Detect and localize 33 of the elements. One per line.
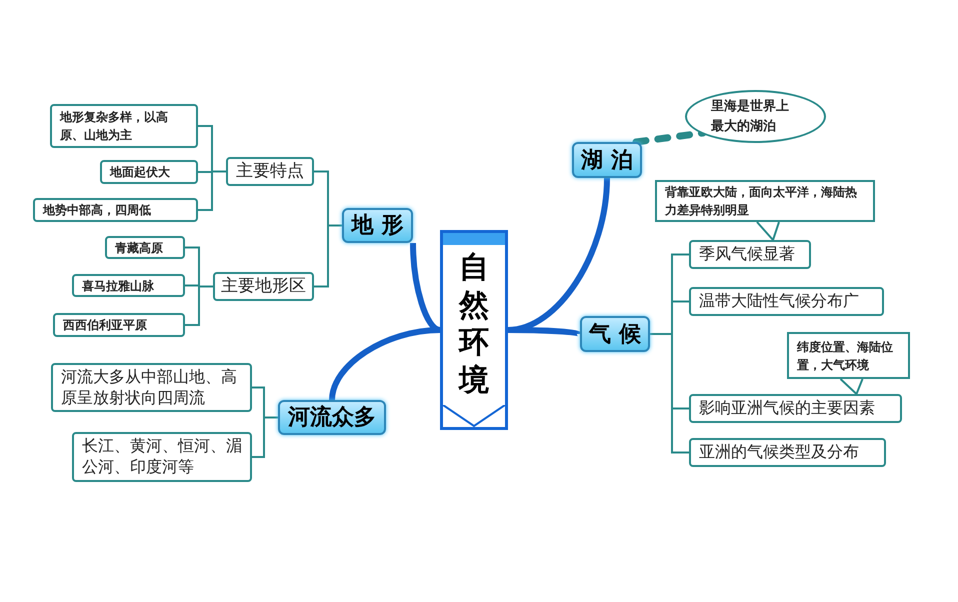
leaf-box: 西西伯利亚平原 <box>53 313 185 337</box>
subtopic-box: 主要地形区 <box>213 272 314 301</box>
topic-box: 河流众多 <box>278 400 386 435</box>
leaf-box: 地面起伏大 <box>100 160 198 184</box>
title-banner <box>440 230 508 430</box>
subtopic-box: 季风气候显著 <box>689 240 811 269</box>
leaf-box: 喜马拉雅山脉 <box>72 274 185 297</box>
thought-bubble-trail <box>632 130 706 146</box>
subtopic-box: 长江、黄河、恒河、湄公河、印度河等 <box>72 432 252 482</box>
callout-box: 纬度位置、海陆位置，大气环境 <box>787 332 910 379</box>
connector-line <box>198 170 226 211</box>
subtopic-box: 温带大陆性气候分布广 <box>689 287 884 316</box>
thought-bubble: 里海是世界上最大的湖泊 <box>685 90 826 143</box>
topic-box: 地 形 <box>342 208 413 243</box>
connector-line <box>252 416 278 458</box>
topic-box: 气 候 <box>580 316 650 352</box>
title-text: 自然环境 <box>459 249 489 399</box>
connector-line <box>329 327 440 400</box>
callout-box: 背靠亚欧大陆，面向太平洋，海陆热力差异特别明显 <box>655 180 875 222</box>
connector-line <box>185 286 213 326</box>
connector-line <box>508 327 582 337</box>
leaf-box: 地形复杂多样，以高原、山地为主 <box>50 104 198 148</box>
leaf-box: 青藏高原 <box>105 236 185 259</box>
connector-line <box>650 333 689 454</box>
connector-line <box>756 221 780 241</box>
connector-line <box>840 378 864 395</box>
subtopic-box: 影响亚洲气候的主要因素 <box>689 394 902 423</box>
subtopic-box: 主要特点 <box>226 157 314 186</box>
connector-line <box>314 224 342 288</box>
leaf-box: 地势中部高，四周低 <box>33 198 198 222</box>
topic-box: 湖 泊 <box>572 142 642 178</box>
subtopic-box: 亚洲的气候类型及分布 <box>689 438 886 467</box>
subtopic-box: 河流大多从中部山地、高原呈放射状向四周流 <box>51 363 252 412</box>
